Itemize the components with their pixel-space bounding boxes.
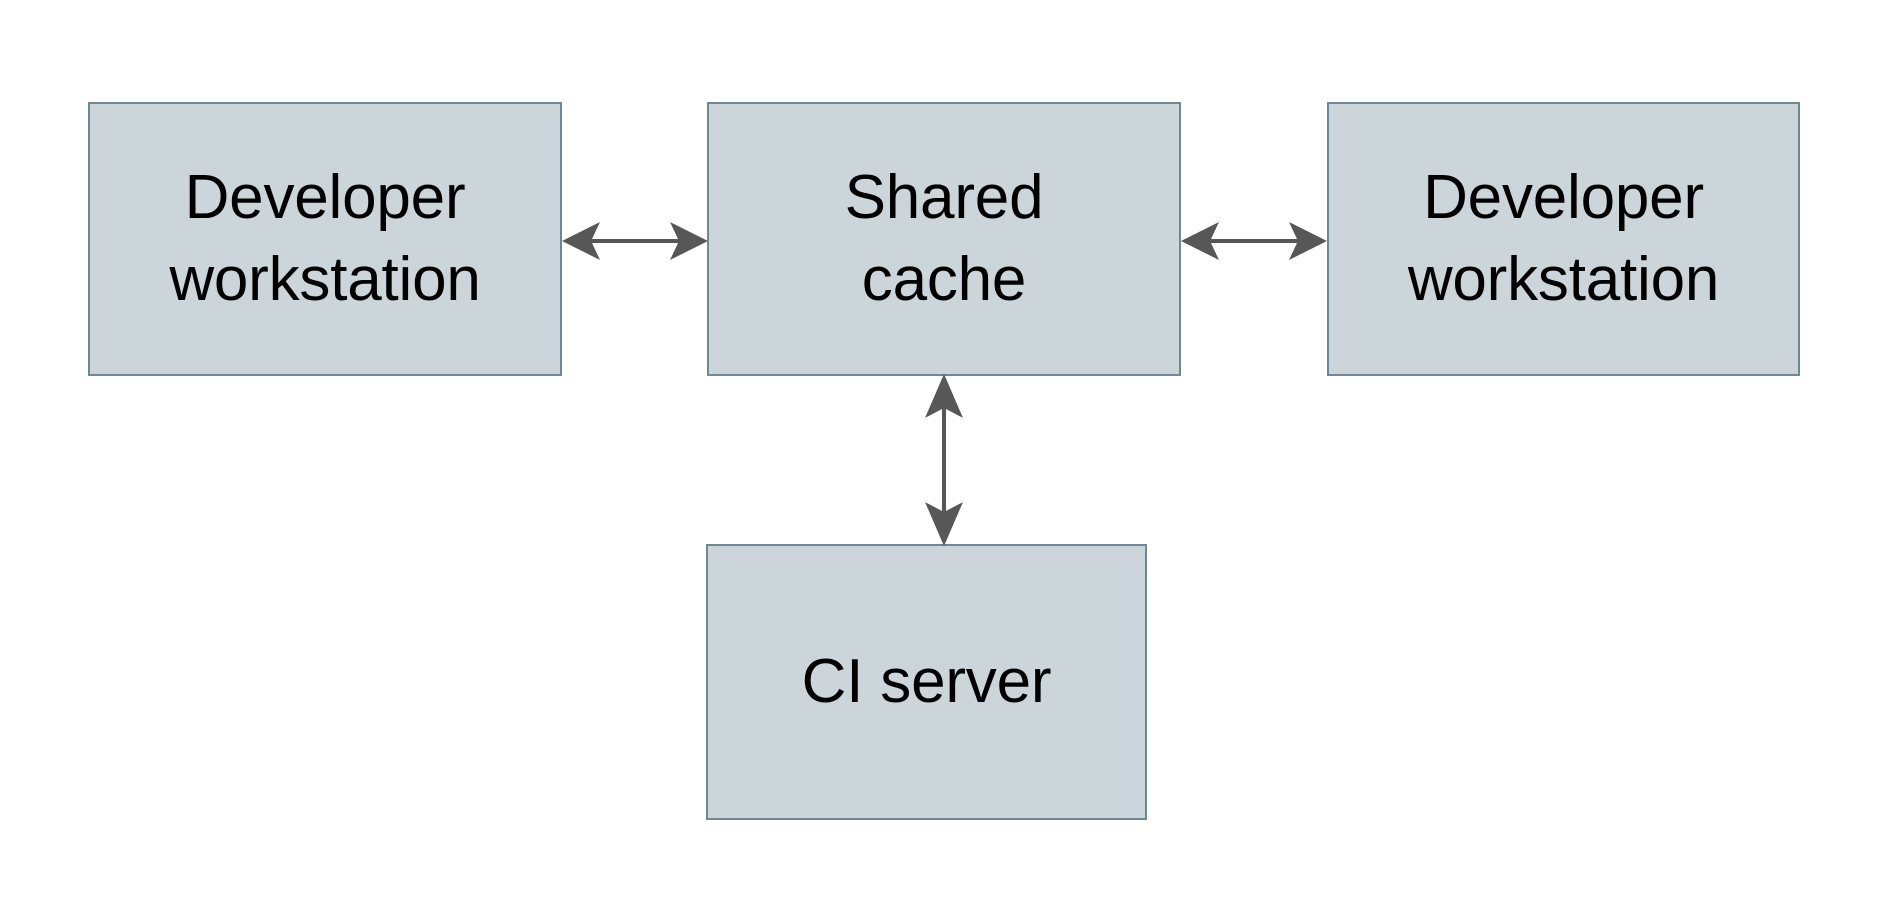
node-label: CI server — [801, 647, 1052, 717]
node-label: Developer workstation — [169, 163, 481, 314]
node-ci-server[interactable]: CI server — [706, 544, 1147, 820]
edge-shared-cache-to-developer-right[interactable] — [1175, 214, 1333, 268]
node-shared-cache[interactable]: Shared cache — [707, 102, 1181, 376]
double-arrow-icon — [1181, 222, 1327, 260]
double-arrow-icon — [925, 374, 963, 546]
node-developer-workstation-right[interactable]: Developer workstation — [1327, 102, 1800, 376]
node-label: Shared cache — [844, 163, 1044, 314]
double-arrow-icon — [562, 222, 708, 260]
node-label: Developer workstation — [1407, 163, 1720, 314]
node-developer-workstation-left[interactable]: Developer workstation — [88, 102, 562, 376]
edge-shared-cache-to-ci-server[interactable] — [917, 370, 971, 550]
edge-developer-left-to-shared-cache[interactable] — [556, 214, 714, 268]
